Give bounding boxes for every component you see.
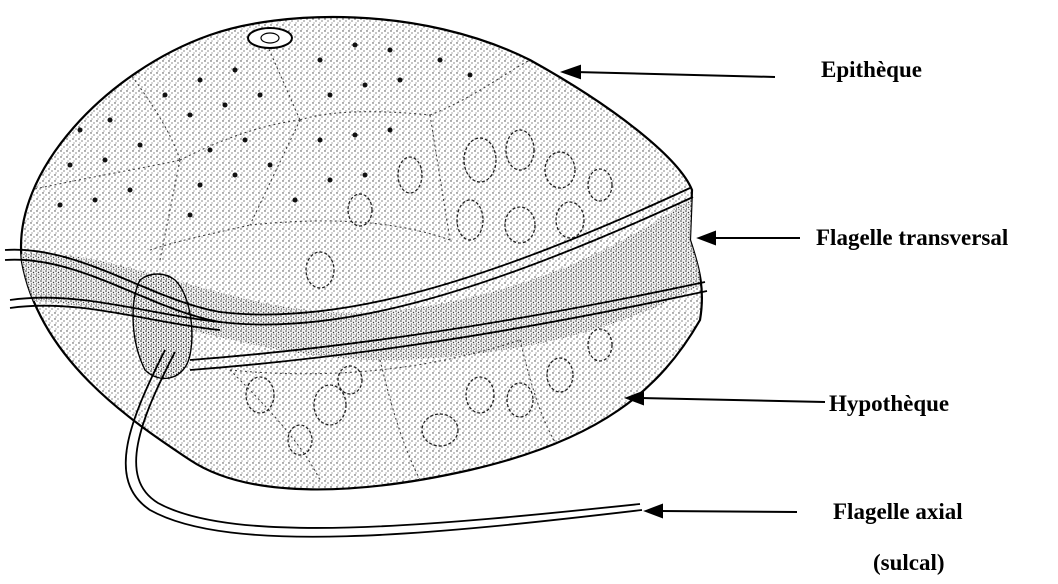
label-hypotheque: Hypothèque [829, 392, 949, 415]
label-sulcal: (sulcal) [873, 551, 945, 574]
arrow-hypotheque [627, 392, 825, 404]
label-flagelle-axial: Flagelle axial [833, 500, 963, 523]
label-epitheque: Epithèque [821, 58, 922, 81]
arrow-epitheque [563, 66, 775, 78]
label-flagelle-transversal: Flagelle transversal [816, 226, 1008, 249]
arrow-flagelle-axial [646, 505, 797, 517]
arrow-flagelle-transversal [699, 232, 800, 244]
cell-body [10, 17, 702, 489]
